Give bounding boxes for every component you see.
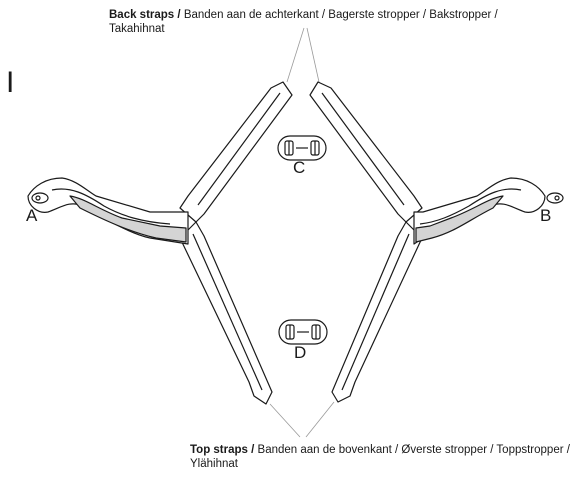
side-arm-a xyxy=(27,177,189,245)
strap-lower-right xyxy=(331,221,423,403)
top-straps-caption: Top straps / Banden aan de bovenkant / Ø… xyxy=(190,443,570,471)
leader-back-left xyxy=(286,27,305,83)
connector-c xyxy=(277,135,327,161)
step-number: I xyxy=(6,66,15,99)
strap-upper-right xyxy=(309,81,423,223)
leader-lines xyxy=(269,27,335,438)
leader-top-left xyxy=(269,403,301,438)
label-d: D xyxy=(294,343,307,362)
strap-upper-left xyxy=(179,81,293,223)
back-straps-text: Banden aan de achterkant / Bagerste stro… xyxy=(109,9,498,35)
arm-a-shaded xyxy=(69,195,187,243)
connector-d xyxy=(278,319,328,345)
top-straps-title: Top straps / xyxy=(190,444,255,456)
back-straps-caption: Back straps / Banden aan de achterkant /… xyxy=(109,8,549,36)
label-a: A xyxy=(26,206,38,225)
strap-lower-left xyxy=(179,221,273,405)
top-straps-text: Banden aan de bovenkant / Øverste stropp… xyxy=(190,444,570,470)
side-arm-b xyxy=(413,177,564,245)
harness-frame xyxy=(179,81,423,405)
label-c: C xyxy=(293,158,306,177)
back-straps-title: Back straps / xyxy=(109,9,181,21)
leader-top-right xyxy=(305,401,335,438)
leader-back-right xyxy=(306,27,320,83)
arm-b-shaded xyxy=(415,195,504,243)
label-b: B xyxy=(540,206,552,225)
